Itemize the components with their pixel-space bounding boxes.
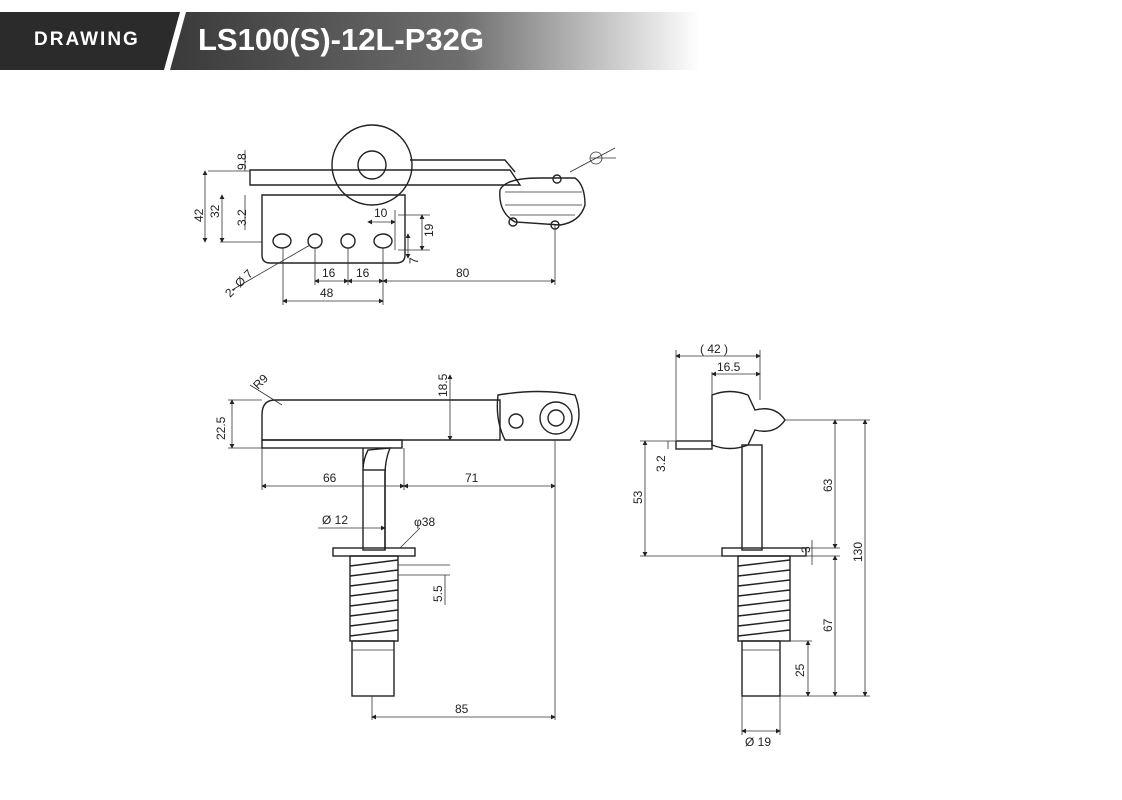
title-banner: DRAWING LS100(S)-12L-P32G xyxy=(0,0,1122,80)
dim-71: 71 xyxy=(465,471,479,485)
slot-hole-left xyxy=(272,233,292,249)
side-shaft xyxy=(741,640,781,697)
dim-66: 66 xyxy=(323,471,337,485)
drawing-label: DRAWING xyxy=(34,29,140,50)
dim-32: 32 xyxy=(208,204,222,218)
side-flange xyxy=(721,547,807,557)
side-spring xyxy=(737,555,791,642)
dim-22-5: 22.5 xyxy=(214,416,228,440)
dim-53: 53 xyxy=(631,490,645,504)
dim-16-a: 16 xyxy=(322,266,336,280)
spring xyxy=(349,555,399,642)
dim-3-2: 3.2 xyxy=(235,209,249,226)
dim-7: 7 xyxy=(407,257,421,264)
front-plate xyxy=(261,439,403,449)
dim-hole-diameter: 2- Ø 7 xyxy=(222,266,256,300)
dim-3-2-side: 3.2 xyxy=(654,455,668,472)
dim-18-5: 18.5 xyxy=(436,373,450,397)
dim-10: 10 xyxy=(374,206,388,220)
dim-48: 48 xyxy=(320,286,334,300)
roller-head xyxy=(496,390,580,441)
slot-hole-right xyxy=(373,233,393,249)
model-number: LS100(S)-12L-P32G xyxy=(198,22,484,57)
side-plate xyxy=(675,440,713,450)
dim-25: 25 xyxy=(793,663,807,677)
dim-42: 42 xyxy=(192,208,206,222)
side-post xyxy=(741,444,763,551)
dim-63: 63 xyxy=(821,478,835,492)
dim-85: 85 xyxy=(455,702,469,716)
dim-16-b: 16 xyxy=(356,266,370,280)
dim-67: 67 xyxy=(821,618,835,632)
dim-19: 19 xyxy=(422,223,436,237)
dim-r9: R9 xyxy=(250,371,271,392)
dim-80: 80 xyxy=(456,266,470,280)
hole-1 xyxy=(307,233,323,249)
top-arm xyxy=(249,169,522,186)
flange xyxy=(332,547,416,557)
title-banner-background xyxy=(0,12,700,70)
mounting-plate xyxy=(261,194,406,264)
dim-diameter-12: Ø 12 xyxy=(322,513,348,527)
top-view: 9.8 42 32 3.2 10 19 7 2- Ø 7 16 16 80 48 xyxy=(192,124,616,305)
front-view: R9 18.5 22.5 66 71 Ø 12 φ38 5.5 85 xyxy=(214,371,580,720)
roller-assembly-top xyxy=(499,177,586,226)
dim-9-8: 9.8 xyxy=(235,153,249,170)
roller-wheel-outline xyxy=(331,124,413,206)
hole-2 xyxy=(340,233,356,249)
side-roller xyxy=(711,390,786,450)
dim-diameter-38: φ38 xyxy=(414,515,435,529)
front-arm xyxy=(261,399,501,441)
front-shaft xyxy=(351,640,395,697)
dim-130: 130 xyxy=(851,542,865,562)
dim-diameter-19: Ø 19 xyxy=(745,735,771,749)
dim-16-5: 16.5 xyxy=(717,360,741,374)
dim-42-ref: ( 42 ) xyxy=(700,342,728,356)
dim-3: 3 xyxy=(799,546,813,553)
dim-5-5: 5.5 xyxy=(431,585,445,602)
side-view: ( 42 ) 16.5 3.2 53 63 3 130 67 25 Ø 19 xyxy=(631,342,870,749)
front-post xyxy=(362,469,386,551)
